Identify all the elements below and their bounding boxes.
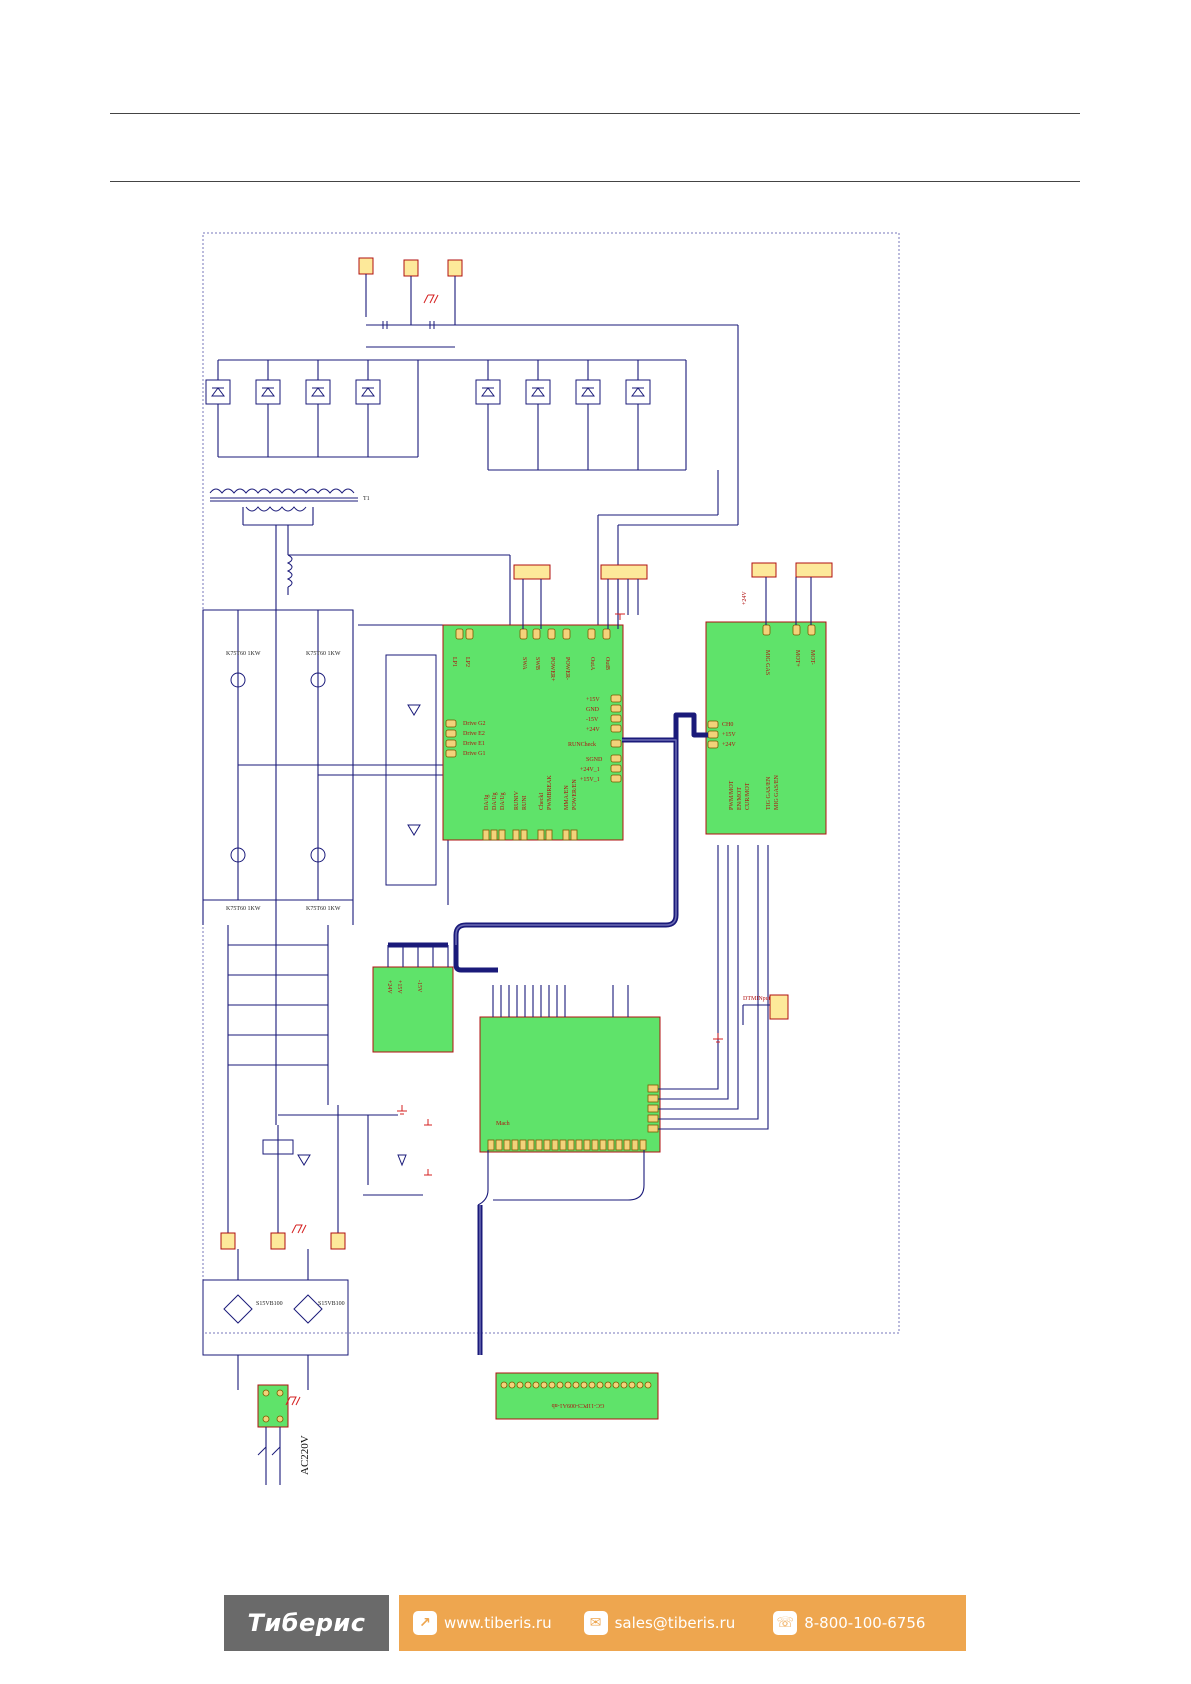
email-text: sales@tiberis.ru xyxy=(614,1614,736,1632)
pin-ch0: CH0 xyxy=(722,722,733,728)
pin-tig-gas-en: TIG GAS/EN xyxy=(766,776,772,810)
website-text: www.tiberis.ru xyxy=(444,1614,552,1632)
psu-minus15v: -15V xyxy=(416,980,422,993)
pin-da-ig: DA/Ig xyxy=(484,795,490,810)
bridge-label-2: S15VB100 xyxy=(318,1301,345,1307)
pin-power-minus: POWER- xyxy=(564,657,570,680)
primary-wiring xyxy=(275,470,738,1125)
pin-runiv: RUNIV xyxy=(514,790,520,810)
pin-plus24v-1: +24V_1 xyxy=(580,767,600,773)
ground-symbols xyxy=(397,613,723,1176)
header-rule-top xyxy=(110,113,1080,114)
psu-plus24v: +24V xyxy=(386,980,392,994)
company-logo-text: Тиберис xyxy=(247,1609,366,1637)
ribbon-connector-label: GC-11PC3-009A1-nb xyxy=(552,1402,605,1408)
envelope-icon: ✉ xyxy=(583,1611,608,1635)
phone-text: 8-800-100-6756 xyxy=(804,1614,926,1632)
pin-runi: RUNI xyxy=(522,795,528,810)
control-board-mach: Mach xyxy=(453,845,769,1153)
psu-plus15v: +15V xyxy=(396,980,402,994)
control-board-label: Mach xyxy=(496,1121,510,1127)
pin-power-plus: POWER+ xyxy=(549,657,555,682)
pin-pwm-mot: PWM/MOT xyxy=(729,780,735,810)
pin-plus15v-1: +15V_1 xyxy=(580,777,600,783)
pin-lp2: LP2 xyxy=(464,657,470,667)
pin-checki: CheckI xyxy=(539,793,545,810)
pin-power-en: POWER/EN xyxy=(572,779,578,810)
con3-con5 xyxy=(513,564,648,629)
pin-drive-e1: Drive E1 xyxy=(463,741,485,747)
contact-bar: ↗ www.tiberis.ru ✉ sales@tiberis.ru ☏ 8-… xyxy=(399,1595,966,1651)
control-board-pins xyxy=(487,1139,647,1151)
power-supply-module: +24V +15V -15V xyxy=(372,942,454,1053)
pin-mig-24v: +24V xyxy=(722,742,736,748)
mains-input: AC220V xyxy=(257,1384,311,1485)
transformer-t1: T1 xyxy=(209,488,370,526)
snubber-caps xyxy=(366,321,739,525)
pin-drive-g2: Drive G2 xyxy=(463,721,486,727)
company-logo[interactable]: Тиберис xyxy=(224,1595,389,1651)
pin-mig-gas-en: MIG GAS/EN xyxy=(774,774,780,810)
pin-plus15v: +15V xyxy=(586,697,600,703)
pin-cur-mot: CUR/MOT xyxy=(745,782,751,810)
con2-signal-label: DTMINput xyxy=(743,996,771,1002)
pin-pwmbreak: PWMBREAK xyxy=(547,775,553,810)
pin-swa: SWA xyxy=(521,657,527,670)
rectifier-bridges: S15VB100 S15VB100 xyxy=(202,1249,349,1390)
con2-connector: DTMINput xyxy=(742,994,789,1025)
input-voltage-label: AC220V xyxy=(299,1435,311,1475)
top-connectors xyxy=(358,257,463,325)
website-link[interactable]: ↗ www.tiberis.ru xyxy=(413,1611,552,1635)
capacitor-bank xyxy=(227,925,329,1105)
pin-mig-15v: +15V xyxy=(722,732,736,738)
pin-da-ug-2: DA/Ug xyxy=(500,792,506,810)
phone-icon: ☏ xyxy=(773,1611,798,1635)
footer: Тиберис ↗ www.tiberis.ru ✉ sales@tiberis… xyxy=(224,1595,966,1651)
pin-plus24v: +24V xyxy=(586,727,600,733)
bridge-label-1: S15VB100 xyxy=(256,1301,283,1307)
pin-da-ug-1: DA/Ug xyxy=(492,792,498,810)
circuit-schematic: T1 K75T60 1KW K75T60 1KW K75T60 1 xyxy=(202,232,900,1485)
igbt-label-q3: K75T60 1KW xyxy=(306,906,341,912)
mig-board: MIG GAS MOT+ MOT- CH0 +15V +24V PWM/MOT … xyxy=(705,562,833,835)
pin-outb: OutB xyxy=(604,657,610,670)
pin-swb: SWB xyxy=(534,657,540,670)
pin-outa: OutA xyxy=(589,657,595,671)
pin-gnd: GND xyxy=(586,707,600,713)
pin-sgnd: SGND xyxy=(586,757,603,763)
cursor-icon: ↗ xyxy=(413,1611,437,1635)
igbt-label-q2: K75T60 1KW xyxy=(226,906,261,912)
pin-mot-plus: MOT+ xyxy=(794,650,800,667)
igbt-label-q4: K75T60 1KW xyxy=(226,651,261,657)
main-driver-board: LP1 LP2 SWA SWB POWER+ POWER- OutA OutB … xyxy=(442,624,624,841)
diode-bank xyxy=(205,360,687,471)
mig-supply-label: +24V xyxy=(742,591,748,605)
input-section xyxy=(220,1105,423,1250)
igbt-label-q5: K75T60 1KW xyxy=(306,651,341,657)
pin-minus15v: -15V xyxy=(586,717,599,723)
pin-mig-gas: MIG GAS xyxy=(764,650,770,675)
transformer-label: T1 xyxy=(363,496,370,502)
header-rule-bottom xyxy=(110,181,1080,182)
pin-runcheck: RUNCheck xyxy=(568,742,596,748)
pin-mot-minus: MOT- xyxy=(809,650,815,665)
main-board-bottom-pins xyxy=(482,829,578,841)
ribbon-connector: GC-11PC3-009A1-nb xyxy=(495,1372,659,1420)
igbt-bridge: K75T60 1KW K75T60 1KW K75T60 1KW K75T60 … xyxy=(202,609,483,925)
pin-mma-en: MMA/EN xyxy=(564,785,570,810)
phone-link[interactable]: ☏ 8-800-100-6756 xyxy=(773,1611,925,1635)
pin-en-mot: EN/MOT xyxy=(737,787,743,810)
pin-drive-e2: Drive E2 xyxy=(463,731,485,737)
email-link[interactable]: ✉ sales@tiberis.ru xyxy=(583,1611,736,1635)
pin-drive-g1: Drive G1 xyxy=(463,751,486,757)
pin-lp1: LP1 xyxy=(451,657,457,667)
